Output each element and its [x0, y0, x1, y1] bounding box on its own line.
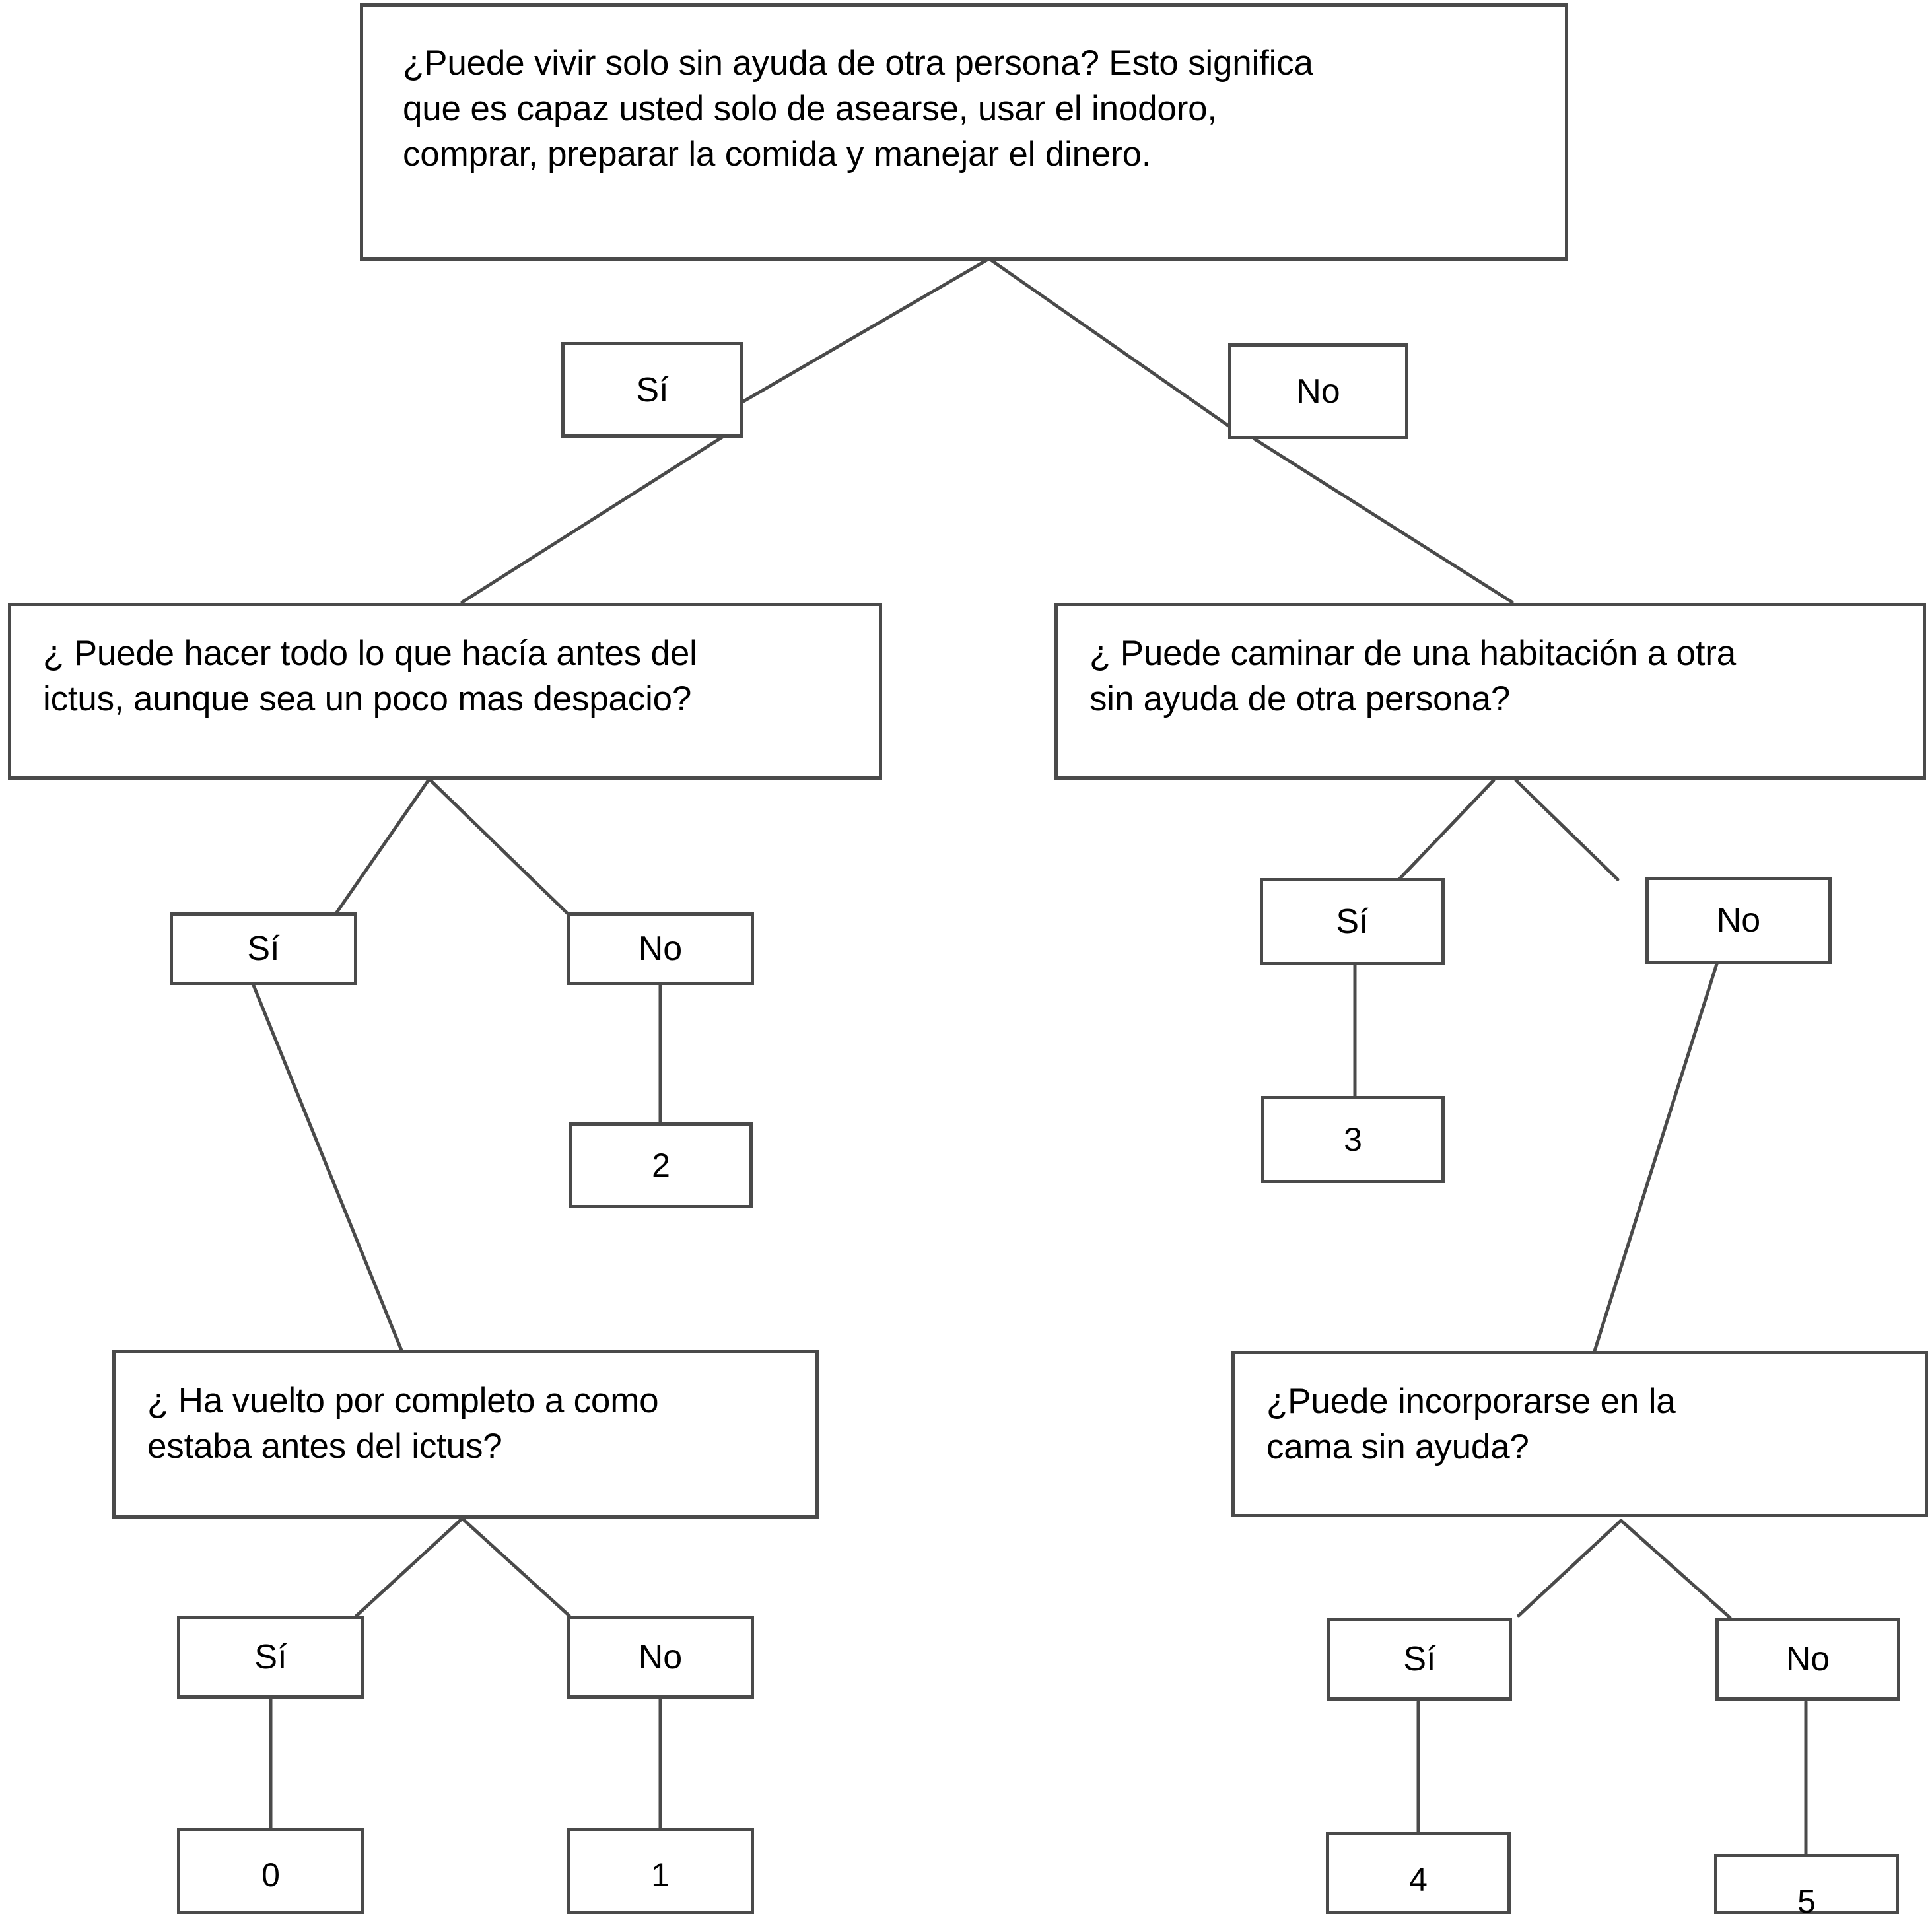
node-bottom-left-answer-yes[interactable]: Sí: [177, 1616, 364, 1699]
edge-right-question-to-no: [1514, 778, 1620, 881]
node-score-1-text: 1: [651, 1857, 670, 1894]
node-score-5-text: 5: [1797, 1883, 1816, 1914]
node-bottom-right-answer-no[interactable]: No: [1715, 1618, 1900, 1701]
edge-yes-to-left-question: [460, 435, 724, 604]
node-right-question[interactable]: ¿ Puede caminar de una habitación a otra…: [1054, 603, 1926, 780]
edge-yes-to-bottom-left-question: [251, 982, 403, 1352]
node-score-2[interactable]: 2: [569, 1122, 753, 1208]
node-root-answer-no-text: No: [1296, 372, 1340, 411]
edge-bottom-left-question-to-no: [460, 1517, 571, 1618]
node-score-5[interactable]: 5: [1714, 1854, 1899, 1914]
edge-left-question-to-no: [427, 777, 571, 917]
node-left-answer-yes-text: Sí: [247, 930, 280, 968]
node-left-question[interactable]: ¿ Puede hacer todo lo que hacía antes de…: [8, 603, 882, 780]
node-bottom-left-answer-yes-text: Sí: [254, 1638, 287, 1676]
node-score-3[interactable]: 3: [1261, 1096, 1445, 1183]
edge-right-question-to-yes: [1395, 778, 1496, 883]
node-bottom-right-answer-no-text: No: [1785, 1640, 1830, 1678]
node-score-3-text: 3: [1344, 1121, 1362, 1158]
node-score-4[interactable]: 4: [1326, 1832, 1511, 1914]
node-root-question[interactable]: ¿Puede vivir solo sin ayuda de otra pers…: [360, 3, 1568, 261]
node-right-answer-yes-text: Sí: [1336, 903, 1369, 941]
node-root-question-text: ¿Puede vivir solo sin ayuda de otra pers…: [403, 44, 1313, 174]
node-score-2-text: 2: [652, 1147, 670, 1184]
node-root-answer-no[interactable]: No: [1228, 343, 1408, 439]
node-bottom-left-question[interactable]: ¿ Ha vuelto por completo a como estaba a…: [112, 1350, 819, 1519]
edge-bottom-right-question-to-yes: [1517, 1519, 1623, 1618]
node-bottom-right-question-text: ¿Puede incorporarse en la cama sin ayuda…: [1266, 1382, 1676, 1466]
node-right-question-text: ¿ Puede caminar de una habitación a otra…: [1089, 634, 1737, 718]
node-right-answer-yes[interactable]: Sí: [1260, 878, 1445, 965]
node-right-answer-no-text: No: [1716, 901, 1761, 940]
node-right-answer-no[interactable]: No: [1645, 877, 1832, 964]
node-left-answer-yes[interactable]: Sí: [170, 912, 357, 985]
node-bottom-left-answer-no[interactable]: No: [567, 1616, 754, 1699]
node-bottom-right-answer-yes[interactable]: Sí: [1327, 1618, 1512, 1701]
node-left-answer-no-text: No: [638, 930, 683, 968]
node-score-4-text: 4: [1409, 1861, 1428, 1898]
edge-root-to-no: [987, 257, 1235, 431]
edge-left-question-to-yes: [335, 777, 431, 914]
node-bottom-left-answer-no-text: No: [638, 1638, 683, 1676]
node-left-question-text: ¿ Puede hacer todo lo que hacía antes de…: [43, 634, 697, 718]
node-bottom-left-question-text: ¿ Ha vuelto por completo a como estaba a…: [147, 1381, 659, 1466]
node-score-0-text: 0: [261, 1857, 280, 1894]
node-score-0[interactable]: 0: [177, 1828, 364, 1914]
edge-no-to-right-question: [1253, 437, 1514, 604]
node-score-1[interactable]: 1: [567, 1828, 754, 1914]
edge-no-to-bottom-right-question: [1593, 962, 1719, 1353]
node-bottom-right-question[interactable]: ¿Puede incorporarse en la cama sin ayuda…: [1231, 1351, 1928, 1517]
edge-bottom-right-question-to-no: [1619, 1519, 1732, 1620]
edge-root-to-yes: [742, 257, 991, 403]
node-root-answer-yes-text: Sí: [636, 370, 669, 409]
node-bottom-right-answer-yes-text: Sí: [1403, 1640, 1436, 1678]
node-left-answer-no[interactable]: No: [567, 912, 754, 985]
edge-bottom-left-question-to-yes: [355, 1517, 464, 1618]
node-root-answer-yes[interactable]: Sí: [561, 342, 743, 438]
